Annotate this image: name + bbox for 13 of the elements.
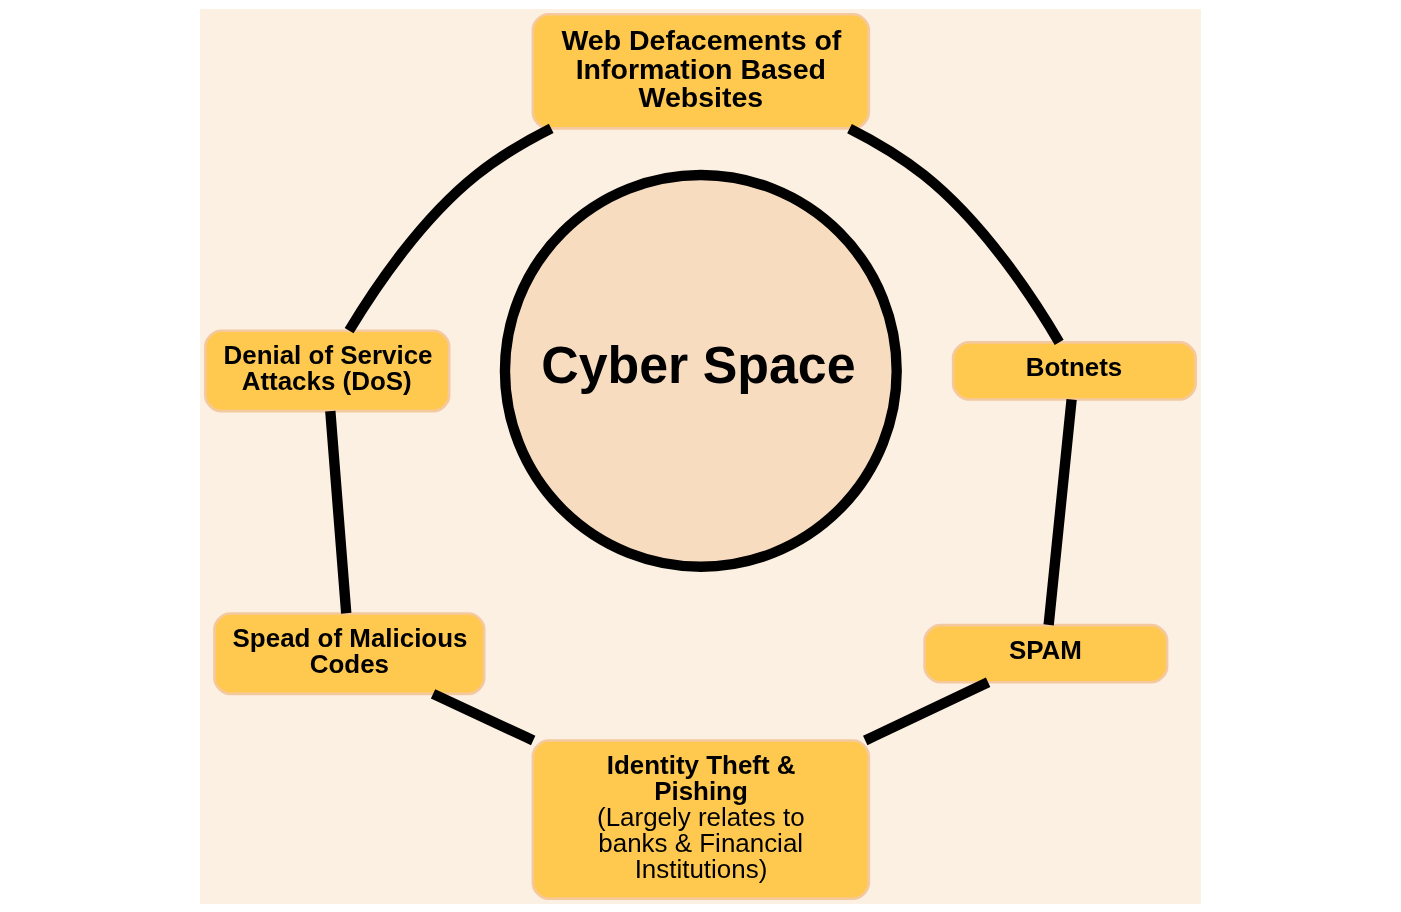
connector [325,410,352,614]
connector [430,688,536,745]
node-box: Botnets [951,340,1197,401]
node-box: Spead of Malicious Codes [213,611,486,695]
connector [344,123,554,333]
connector [847,123,1064,345]
node-box: Identity Theft & Pishing (Largely relates to banks & Financial Institutions) [531,738,871,900]
node-box: SPAM [923,623,1169,683]
node-box: Web Defacements of Information Based Websites [531,12,871,130]
connector [863,677,991,745]
node-box: Denial of Service Attacks (DoS) [204,328,451,412]
connector [1043,398,1077,625]
node-circle: Cyber Space [499,169,902,572]
